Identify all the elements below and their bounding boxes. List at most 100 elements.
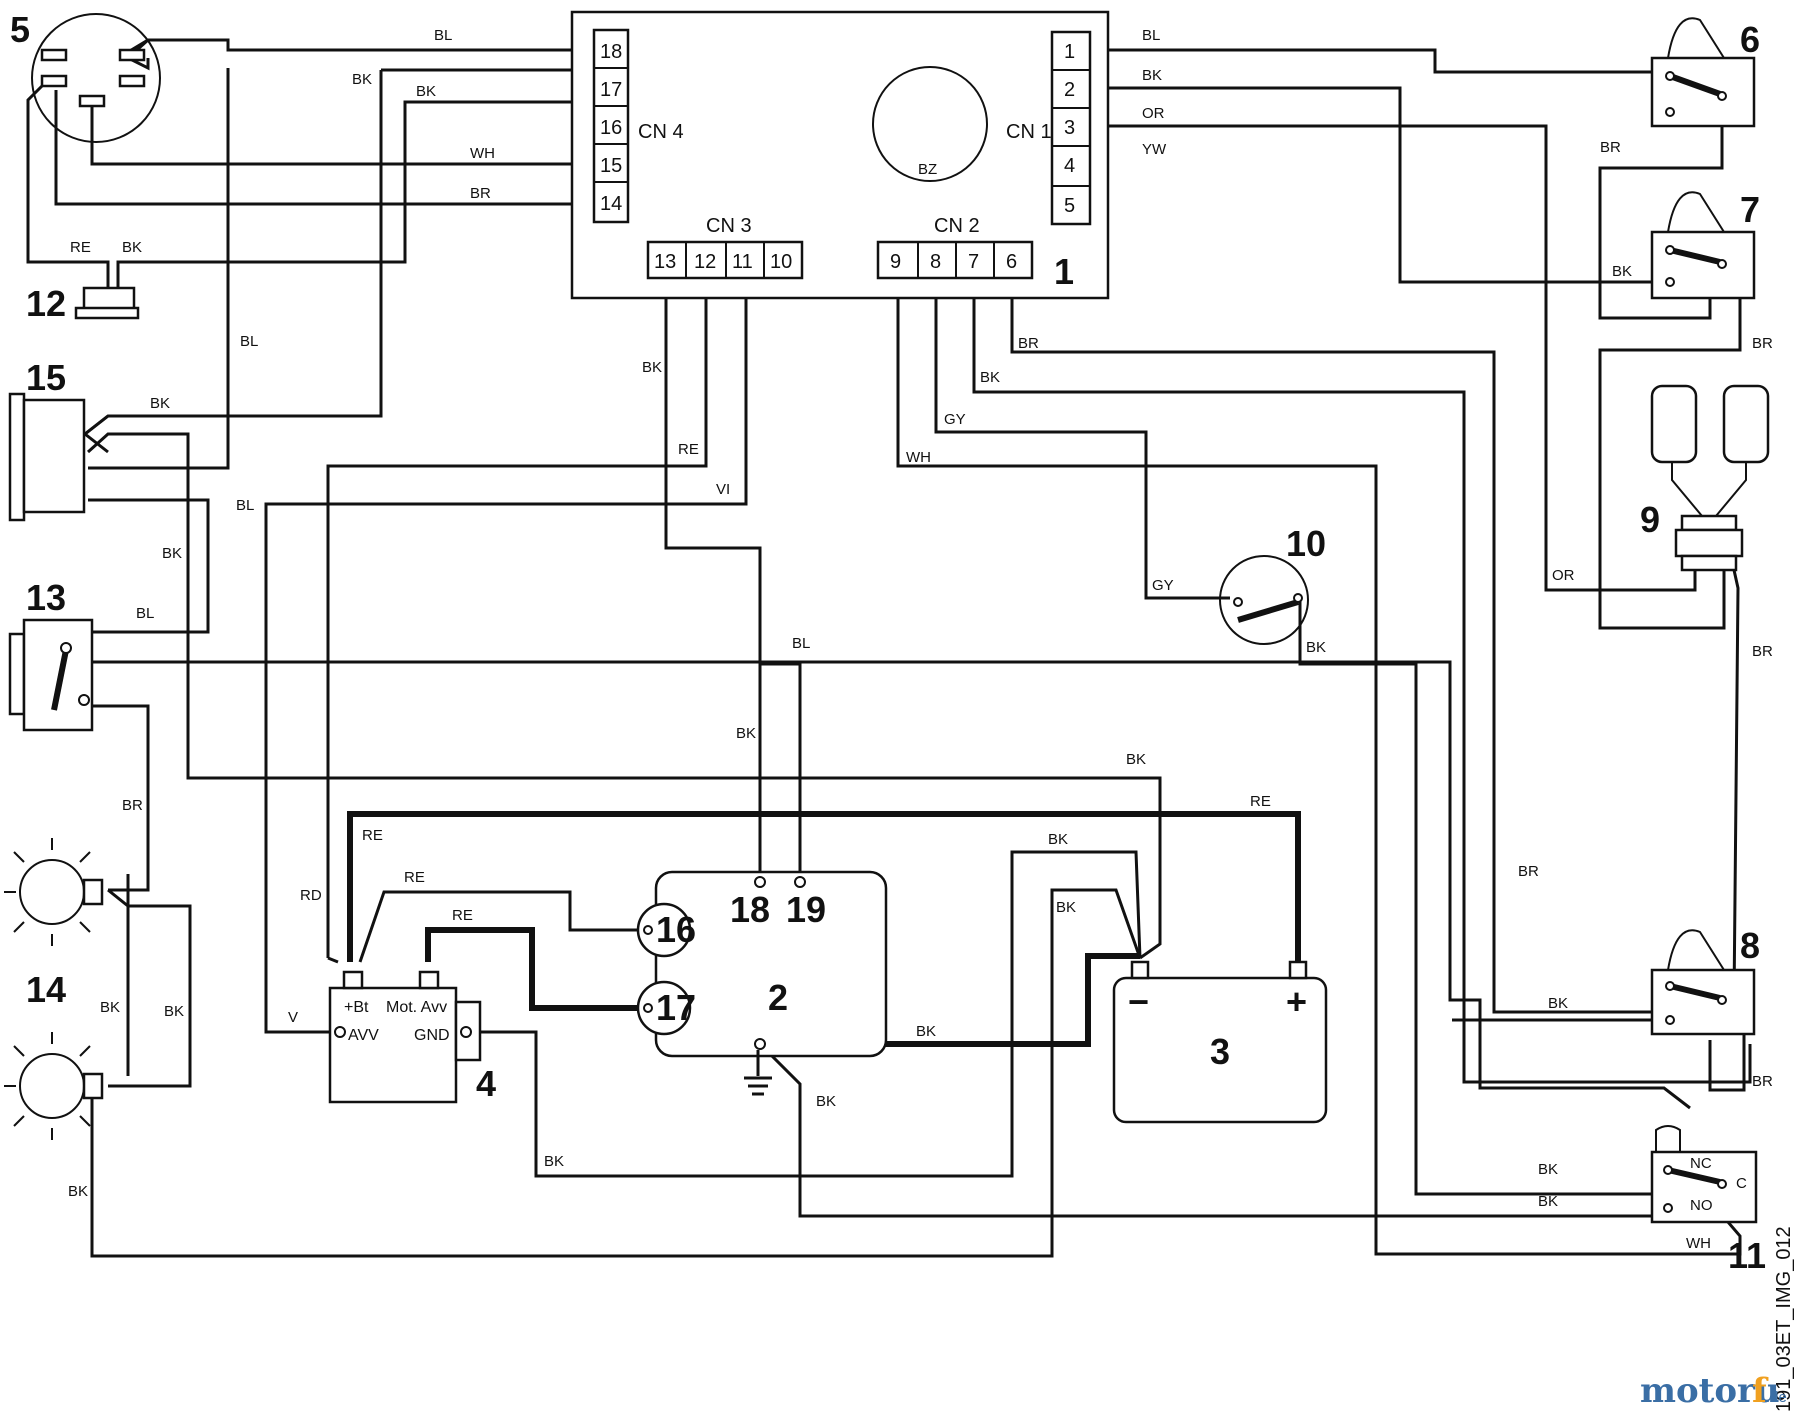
cn2-pin-6: 6 xyxy=(1006,251,1017,273)
wire-label: BR xyxy=(470,185,491,202)
wire-label: BK xyxy=(100,999,120,1016)
cn1-label: CN 1 xyxy=(1006,121,1052,143)
label-8: 8 xyxy=(1740,925,1760,966)
battery-minus: − xyxy=(1128,981,1149,1022)
wire-label: BK xyxy=(1048,831,1068,848)
terminal-c: C xyxy=(1736,1175,1747,1192)
wire-label: BR xyxy=(122,797,143,814)
switch-8: 8 xyxy=(1650,925,1760,1036)
wire-label: WH xyxy=(470,145,495,162)
wire-label: BK xyxy=(122,239,142,256)
cn3-pin-10: 10 xyxy=(770,251,792,273)
ground-icon xyxy=(744,1050,772,1096)
wire-label: BK xyxy=(642,359,662,376)
wire-label: V xyxy=(288,1009,298,1026)
wire-label: RE xyxy=(362,827,383,844)
wire-label: BK xyxy=(736,725,756,742)
wire-label: BL xyxy=(236,497,254,514)
wire-label: YW xyxy=(1142,141,1167,158)
battery-plus: + xyxy=(1286,981,1307,1022)
wire-label: BL xyxy=(1142,27,1160,44)
wire-label: BR xyxy=(1518,863,1539,880)
label-4: 4 xyxy=(476,1063,496,1104)
control-module: BZ 18 17 16 15 14 CN 4 1 2 3 4 5 xyxy=(570,10,1110,300)
wire-label: BK xyxy=(68,1183,88,1200)
wire-label: RE xyxy=(678,441,699,458)
switch-11: NC NO C 11 xyxy=(1650,1125,1766,1276)
label-9: 9 xyxy=(1640,499,1660,540)
wire-label: BK xyxy=(352,71,372,88)
terminal-nc: NC xyxy=(1690,1155,1712,1172)
lamp-top-icon xyxy=(4,838,104,946)
key-switch-5: 5 xyxy=(10,9,161,143)
wire-label: RE xyxy=(452,907,473,924)
label-15: 15 xyxy=(26,357,66,398)
cn2-label: CN 2 xyxy=(934,215,980,237)
wire-label: BK xyxy=(1056,899,1076,916)
wire-label: BR xyxy=(1752,1073,1773,1090)
label-6: 6 xyxy=(1740,19,1760,60)
cn4-pin-18: 18 xyxy=(600,41,622,63)
cn1-pin-3: 3 xyxy=(1064,117,1075,139)
wire-label: BK xyxy=(544,1153,564,1170)
watermark-brand-accent: f xyxy=(1752,1371,1769,1411)
switch-13: 13 xyxy=(8,577,94,732)
cn1-pin-5: 5 xyxy=(1064,195,1075,217)
connector-9: 9 xyxy=(1640,384,1770,572)
label-10: 10 xyxy=(1286,523,1326,564)
label-12: 12 xyxy=(26,283,66,324)
cn1-pin-4: 4 xyxy=(1064,155,1075,177)
cn4-pin-17: 17 xyxy=(600,79,622,101)
cn3-pin-11: 11 xyxy=(732,251,753,273)
wire-label: WH xyxy=(1686,1235,1711,1252)
cn4-connector: 18 17 16 15 14 CN 4 xyxy=(592,28,684,224)
wire-label: BK xyxy=(1538,1193,1558,1210)
label-19: 19 xyxy=(786,889,826,930)
wire-label: VI xyxy=(716,481,730,498)
label-14: 14 xyxy=(26,969,66,1010)
watermark: motoru f .de xyxy=(1640,1371,1787,1411)
wire-label: BK xyxy=(164,1003,184,1020)
wire-labels: BL BK BK WH BR RE BK BL BK OR YW BR BK B… xyxy=(68,27,1773,1252)
wire-label: BL xyxy=(792,635,810,652)
cn4-label: CN 4 xyxy=(638,121,684,143)
wire-label: BK xyxy=(1612,263,1632,280)
cn4-pin-14: 14 xyxy=(600,193,622,215)
wire-label: BK xyxy=(1538,1161,1558,1178)
sensor-10: 10 xyxy=(1219,523,1326,645)
wire-label: BL xyxy=(240,333,258,350)
cn3-pin-13: 13 xyxy=(654,251,676,273)
watermark-suffix: .de xyxy=(1766,1389,1787,1406)
cn3-label: CN 3 xyxy=(706,215,752,237)
lamp-bottom-icon xyxy=(4,1032,104,1140)
wire-label: BK xyxy=(916,1023,936,1040)
wire-label: BK xyxy=(1548,995,1568,1012)
wire-label: RE xyxy=(404,869,425,886)
label-1: 1 xyxy=(1054,251,1074,292)
watermark-brand: motoru xyxy=(1640,1371,1780,1411)
module-4: +Bt AVV Mot. Avv GND 4 xyxy=(328,970,496,1104)
buzzer-label: BZ xyxy=(918,161,937,178)
cn1-pin-2: 2 xyxy=(1064,79,1075,101)
wire-label: BR xyxy=(1752,335,1773,352)
cn2-pin-7: 7 xyxy=(968,251,979,273)
terminal-bt: +Bt xyxy=(344,999,369,1016)
component-15: 15 xyxy=(8,357,86,522)
terminal-no: NO xyxy=(1690,1197,1713,1214)
cn3-connector: 13 12 11 10 CN 3 xyxy=(646,215,804,280)
engine-2: 16 17 18 19 2 xyxy=(636,870,888,1096)
wire-label: RD xyxy=(300,887,322,904)
wire-label: GY xyxy=(1152,577,1174,594)
label-2: 2 xyxy=(768,977,788,1018)
cn3-pin-12: 12 xyxy=(694,251,716,273)
label-17: 17 xyxy=(656,987,696,1028)
label-3: 3 xyxy=(1210,1031,1230,1072)
image-code: 191_03ET_IMG_012 xyxy=(1773,1226,1795,1412)
battery-3: − + 3 xyxy=(1112,960,1328,1124)
switch-6: 6 xyxy=(1650,17,1760,128)
cn4-pin-16: 16 xyxy=(600,117,622,139)
wire-label: BK xyxy=(980,369,1000,386)
wire-label: BR xyxy=(1600,139,1621,156)
label-13: 13 xyxy=(26,577,66,618)
